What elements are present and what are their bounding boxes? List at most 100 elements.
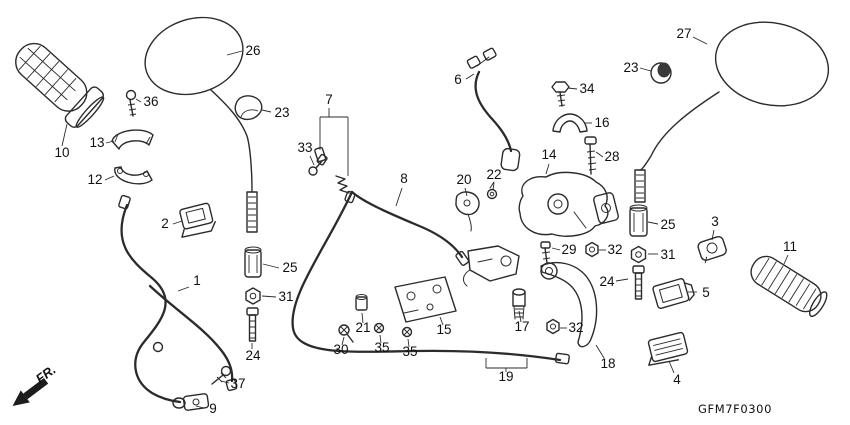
adapter-25-left [244,246,262,278]
nut-31-left [245,287,261,305]
leader-line [668,360,675,374]
part-number-25: 25 [282,260,297,275]
switch-housing-14 [518,171,619,237]
wire-harness-6 [466,47,521,172]
clamp-lower-12 [114,166,153,185]
part-number-35: 35 [374,340,389,355]
screw-29 [540,241,551,264]
leader-line [309,155,315,166]
part-number-17: 17 [514,319,529,334]
fr-label: FR. [33,362,59,387]
switch-5 [652,278,695,309]
wire-clamp-16 [552,113,588,133]
brake-lever-18 [540,261,598,348]
part-number-23: 23 [623,60,638,75]
part-number-19: 19 [498,369,513,384]
part-number-33: 33 [297,140,312,155]
leader-line [567,87,578,90]
leader-line [226,50,243,56]
leader-line [361,312,364,324]
part-number-13: 13 [89,135,104,150]
leader-line [395,187,403,207]
leader-line [692,36,708,45]
diagram-code: GFM7F0300 [698,402,772,416]
part-number-21: 21 [355,320,370,335]
part-number-25: 25 [660,217,675,232]
handle-grip-11 [750,255,828,318]
part-number-7: 7 [325,92,333,107]
part-number-18: 18 [600,356,615,371]
switch-2 [179,202,216,238]
part-number-30: 30 [333,342,348,357]
adapter-25-right [629,204,648,237]
part-number-32: 32 [607,242,622,257]
leader-line [783,254,789,265]
leader-line [172,220,183,225]
part-number-4: 4 [673,372,681,387]
part-number-31: 31 [278,289,293,304]
screw-35-a [373,322,385,334]
nut-32-upper [585,241,599,258]
part-number-14: 14 [541,147,557,162]
right-mirror [634,21,830,203]
leader-line [135,98,142,103]
choke-lever-20 [455,191,480,232]
bolt-34 [551,81,570,107]
part-number-22: 22 [486,167,501,182]
part-number-24: 24 [245,348,261,363]
throttle-cable-1 [118,194,238,404]
leader-line [551,247,561,251]
leader-line [639,67,652,72]
bolt-24-left [246,307,259,342]
part-22 [486,181,498,200]
leader-line [615,278,629,282]
brake-cable-8 [291,190,570,365]
leader-line [61,123,68,147]
part-number-27: 27 [676,26,691,41]
part-number-15: 15 [436,322,451,337]
leader-line [595,344,605,359]
screw-30 [338,324,354,343]
screw-35-b [401,326,413,338]
part-number-24: 24 [599,274,615,289]
mirror-cover-23-left-icon [234,95,263,121]
part-number-9: 9 [209,401,217,416]
part-number-32: 32 [568,320,583,335]
leader-line [341,336,345,346]
leader-line [195,405,205,409]
part-number-3: 3 [711,214,719,229]
leader-line [439,316,444,326]
switch-4 [647,331,689,366]
part-number-34: 34 [579,81,595,96]
leader-line [261,109,272,113]
left-mirror [144,16,258,233]
clamp-upper-13 [111,129,154,150]
cable-bracket-9 [172,393,210,411]
leader-line [379,334,382,344]
part-number-1: 1 [193,273,201,288]
part-number-6: 6 [454,72,462,87]
leader-line [464,187,468,197]
part-number-26: 26 [245,43,260,58]
leader-line [177,286,190,292]
leader-line [105,140,115,144]
leader-line [220,380,230,384]
throttle-grip-10 [15,42,105,128]
leader-line [492,182,495,191]
part-number-28: 28 [604,149,619,164]
screw-36 [125,89,137,117]
part-number-8: 8 [400,171,408,186]
part-number-11: 11 [783,239,797,254]
leader-line [465,73,475,80]
part-number-10: 10 [54,145,69,160]
nut-32-lower [546,318,560,335]
part-number-16: 16 [594,115,609,130]
part-number-12: 12 [87,172,102,187]
leader-line [647,221,659,225]
switch-3 [697,236,727,264]
part-number-23: 23 [274,105,289,120]
part-number-36: 36 [143,94,158,109]
leader-line [545,163,550,175]
